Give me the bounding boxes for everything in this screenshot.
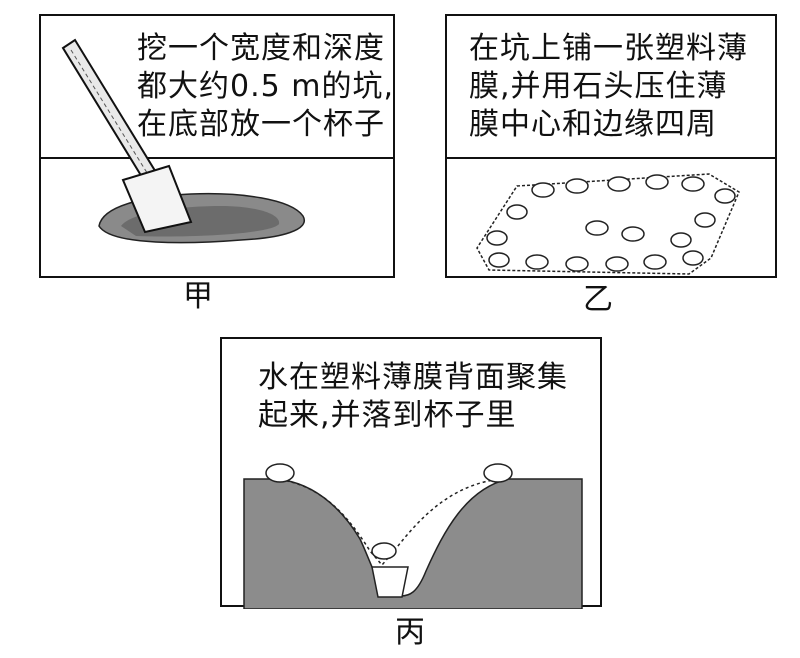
film-with-stones-illustration [447,16,779,280]
stone-right [484,464,512,482]
stone [671,233,691,247]
stone [682,177,704,191]
stone-center [372,543,396,559]
stone [683,251,703,265]
ground-cross-section [244,479,582,609]
stone [526,255,548,269]
stone [586,221,608,235]
stone [489,253,509,267]
panel-b: 在坑上铺一张塑料薄 膜,并用石头压住薄 膜中心和边缘四周 [445,14,777,278]
stone [507,205,527,219]
panel-c: 水在塑料薄膜背面聚集 起来,并落到杯子里 [220,337,602,607]
stone [487,231,507,245]
panel-b-caption: 乙 [583,284,613,316]
stone [606,257,628,271]
stone [715,189,735,203]
cross-section-illustration [222,339,604,609]
stone [644,255,666,269]
cup-icon [372,567,408,597]
stone [532,183,554,197]
panel-a: 挖一个宽度和深度 都大约0.5 m的坑, 在底部放一个杯子 [39,14,395,278]
stone [566,257,588,271]
stone-left [266,464,294,482]
panel-a-caption: 甲 [183,281,213,313]
shovel-handle-icon [63,40,157,182]
stone [646,175,668,189]
stone [608,177,630,191]
stone [566,179,588,193]
digging-illustration [41,16,397,280]
stone [622,227,644,241]
panel-c-caption: 丙 [395,617,425,649]
stone [695,213,715,227]
